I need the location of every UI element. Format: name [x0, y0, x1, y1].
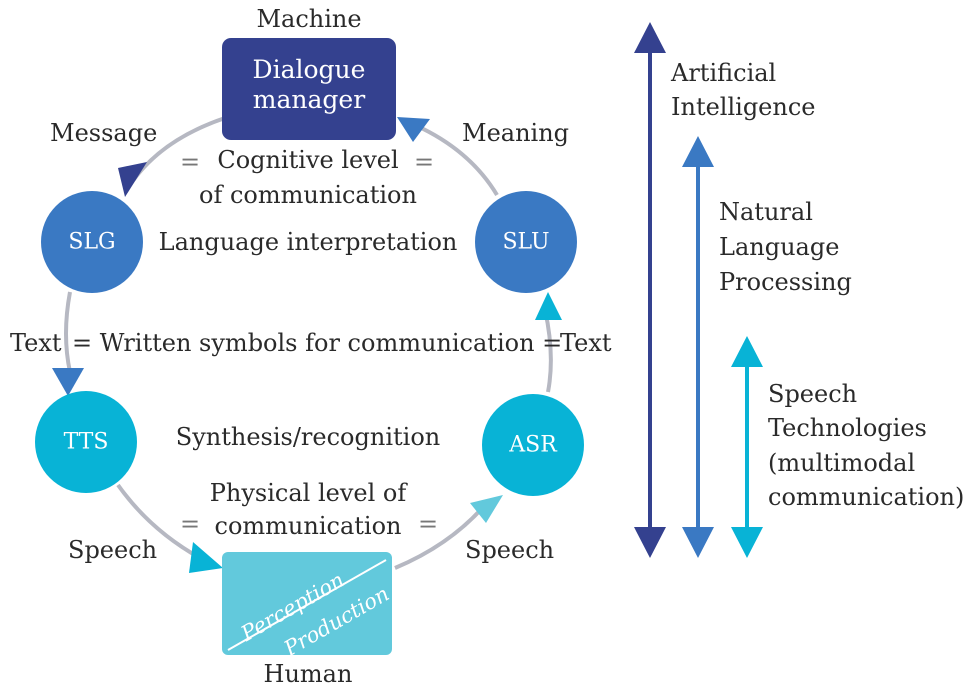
meaning-label: Meaning: [462, 119, 570, 147]
written-symbols-label: = Written symbols for communication =: [72, 329, 563, 357]
dialogue-manager-box: [222, 38, 396, 140]
human-box-divider: [227, 559, 387, 651]
language-interpretation-label: Language interpretation: [158, 228, 458, 256]
arrowhead-speech-left: [189, 542, 223, 573]
asr-label: ASR: [509, 432, 557, 458]
nlp-label-line2: Language: [719, 233, 840, 261]
physical-level-line1: Physical level of: [209, 479, 407, 507]
message-label: Message: [50, 119, 158, 147]
cognitive-equals-left: =: [180, 148, 201, 176]
human-label: Human: [263, 660, 353, 688]
physical-equals-right: =: [418, 510, 439, 538]
dialogue-manager-label: Dialogue manager: [253, 55, 366, 115]
text-left-label: Text: [10, 329, 62, 357]
ai-label-line1: Artificial: [671, 59, 777, 87]
nlp-scale-arrow: [682, 136, 714, 558]
text-right-label: Text: [560, 329, 612, 357]
speech-tech-scale-arrow: [731, 336, 763, 558]
dialogue-manager-line2: manager: [252, 85, 366, 114]
tts-node: [35, 391, 137, 493]
arrowhead-speech-right: [470, 495, 503, 523]
speech-tech-label-line4: communication): [768, 483, 965, 511]
nlp-label-line1: Natural: [719, 198, 813, 226]
arrowhead-text-right: [535, 292, 562, 320]
ring-arc-slu-to-dm: [414, 123, 499, 197]
speech-left-label: Speech: [68, 536, 158, 564]
slu-label: SLU: [502, 229, 550, 255]
physical-level-line2: communication: [214, 512, 402, 540]
cognitive-level-line1: Cognitive level: [217, 146, 399, 174]
synthesis-recognition-label: Synthesis/recognition: [175, 423, 441, 451]
machine-label: Machine: [256, 5, 362, 33]
ring-arc-human-to-asr: [394, 503, 487, 570]
slu-node: [475, 191, 577, 293]
speech-tech-label-line2: Technologies: [768, 414, 927, 442]
ring-arc-tts-to-human: [116, 483, 201, 560]
speech-right-label: Speech: [465, 536, 555, 564]
arrowhead-text-left: [52, 368, 84, 396]
asr-node: [482, 394, 584, 496]
tts-label: TTS: [63, 429, 109, 455]
nlp-label-line3: Processing: [719, 268, 852, 296]
dialogue-manager-line1: Dialogue: [252, 55, 366, 84]
cognitive-equals-right: =: [414, 148, 435, 176]
cognitive-level-line2: of communication: [199, 181, 417, 209]
speech-tech-label-line3: (multimodal: [768, 449, 916, 477]
ai-scale-arrow: [634, 22, 666, 558]
speech-tech-label-line1: Speech: [768, 380, 858, 408]
ai-label-line2: Intelligence: [671, 93, 816, 121]
slg-node: [41, 191, 143, 293]
ring-arc-slg-to-tts: [64, 291, 72, 373]
slg-label: SLG: [68, 229, 116, 255]
arrowhead-meaning: [397, 117, 430, 142]
physical-equals-left: =: [180, 510, 201, 538]
arrowhead-message: [118, 162, 147, 197]
